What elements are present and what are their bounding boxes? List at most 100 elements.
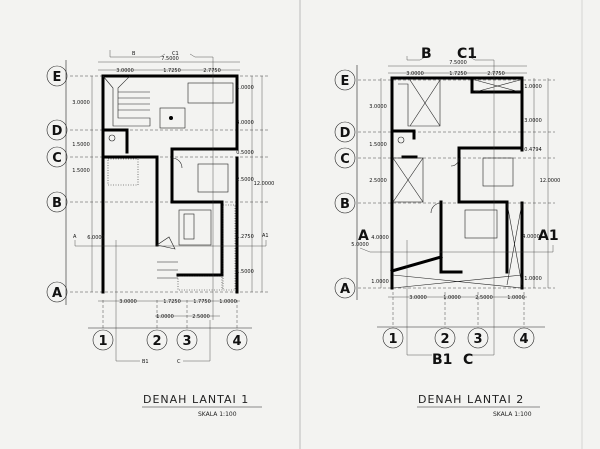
walls: [101, 74, 239, 294]
dim-bottom-4: 1.0000: [219, 299, 237, 305]
sofa: [178, 209, 212, 246]
grid-row-d: D: [52, 124, 63, 139]
dim-right-3: 0.4794: [524, 147, 542, 153]
dim-top-3: 2.7750: [203, 68, 221, 74]
grid-col-2: 2: [152, 334, 161, 349]
section-a1: A1: [538, 228, 559, 244]
dim-left-3: 2.5000: [369, 178, 387, 184]
grid-row-d: D: [340, 126, 351, 141]
fixtures: [392, 79, 523, 289]
section-c: C: [463, 352, 473, 368]
grid-col-1: 1: [98, 334, 107, 349]
dim-right-total: 12.0000: [540, 178, 561, 184]
dim-bottom-3: 2.5000: [475, 295, 493, 301]
dim-top-3: 2.7750: [487, 71, 505, 77]
section-b: B: [132, 51, 136, 57]
walls: [390, 76, 524, 290]
dim-top-1: 3.0000: [116, 68, 134, 74]
grid-row-c: C: [52, 151, 62, 166]
col-bubbles: 1 2 3 4: [382, 327, 535, 349]
grid-row-c: C: [340, 152, 350, 167]
dimension-lines: [74, 50, 267, 362]
dim-top-1: 3.0000: [406, 71, 424, 77]
section-a1: A1: [262, 233, 269, 239]
section-b1: B1: [432, 352, 452, 368]
dim-top-total: 7.5000: [449, 60, 467, 66]
grid-row-a: A: [340, 282, 350, 297]
dim-right-4: 2.5000: [236, 177, 254, 183]
section-b: B: [421, 46, 432, 62]
dining-table: [159, 107, 186, 129]
dim-left-2: 1.5000: [369, 142, 387, 148]
plan-lantai-2: 7.5000 3.0000 1.7250 2.7750 3.0000 1.500…: [334, 46, 561, 418]
grid-col-3: 3: [182, 334, 191, 349]
section-b1: B1: [142, 359, 149, 365]
dim-top-total: 7.5000: [161, 56, 179, 62]
grid-row-b: B: [340, 197, 350, 212]
dim-left-side: 5.0000: [351, 242, 369, 248]
plan-scale: SKALA 1:100: [493, 411, 532, 418]
grid-row-e: E: [341, 74, 350, 89]
grid-row-e: E: [53, 70, 62, 85]
section-c1: C1: [172, 51, 179, 57]
dim-right-5: 1.0000: [524, 276, 542, 282]
dim-left-4: 6.0000: [87, 235, 105, 241]
dim-left-5: 1.0000: [371, 279, 389, 285]
planter: [222, 204, 236, 291]
dim-bottom-e2: 2.5000: [192, 314, 210, 320]
grid-lines: [65, 60, 270, 330]
bed: [464, 209, 498, 239]
dim-bottom-3: 1.7750: [193, 299, 211, 305]
plan-title: DENAH LANTAI 1: [143, 393, 249, 406]
section-c: C: [177, 359, 181, 365]
dim-right-1: 1.0000: [236, 85, 254, 91]
dim-bottom-4: 1.0000: [507, 295, 525, 301]
section-a: A: [358, 228, 369, 244]
grid-row-b: B: [52, 196, 62, 211]
section-a: A: [73, 234, 77, 240]
dim-right-2: 3.0000: [524, 118, 542, 124]
dim-right-2: 3.0000: [236, 120, 254, 126]
dim-bottom-e1: 1.0000: [156, 314, 174, 320]
dim-top-2: 1.7250: [163, 68, 181, 74]
grid-col-2: 2: [440, 332, 449, 347]
dim-bottom-2: 1.0000: [443, 295, 461, 301]
door: [156, 157, 183, 250]
garden: [107, 158, 139, 186]
dim-bottom-1: 3.0000: [119, 299, 137, 305]
dim-left-2: 1.5000: [72, 142, 90, 148]
dim-bottom-2: 1.7250: [163, 299, 181, 305]
row-bubbles: E D C B A: [46, 65, 68, 303]
grid-col-4: 4: [519, 332, 528, 347]
dim-bottom-1: 3.0000: [409, 295, 427, 301]
toilet: [108, 134, 116, 142]
dim-right-3: 0.5000: [236, 150, 254, 156]
dim-left-1: 3.0000: [72, 100, 90, 106]
fixtures: [102, 75, 236, 291]
dim-left-1: 3.0000: [369, 104, 387, 110]
kitchen-counter: [187, 82, 234, 104]
dim-left-4: 4.0000: [371, 235, 389, 241]
dimension-lines: [359, 56, 554, 356]
dim-right-4: 4.0000: [522, 234, 540, 240]
plan-scale: SKALA 1:100: [198, 411, 237, 418]
section-c1: C1: [457, 46, 477, 62]
dim-right-total: 12.0000: [254, 181, 275, 187]
col-bubbles: 1 2 3 4: [92, 329, 248, 351]
dim-right-6: 1.5000: [236, 269, 254, 275]
toilet: [397, 136, 405, 144]
row-bubbles: E D C B A: [334, 69, 356, 299]
grid-col-3: 3: [473, 332, 482, 347]
door: [430, 157, 460, 214]
grid-col-1: 1: [388, 332, 397, 347]
dim-top-2: 1.7250: [449, 71, 467, 77]
plan-title: DENAH LANTAI 2: [418, 393, 524, 406]
dim-left-3: 1.5000: [72, 168, 90, 174]
plan-lantai-1: 7.5000 3.0000 1.7250 2.7750 3.0000 1.500…: [46, 50, 275, 418]
dim-right-5: 1.2750: [236, 234, 254, 240]
grid-col-4: 4: [232, 334, 241, 349]
bed: [482, 157, 514, 187]
grid-row-a: A: [52, 286, 62, 301]
